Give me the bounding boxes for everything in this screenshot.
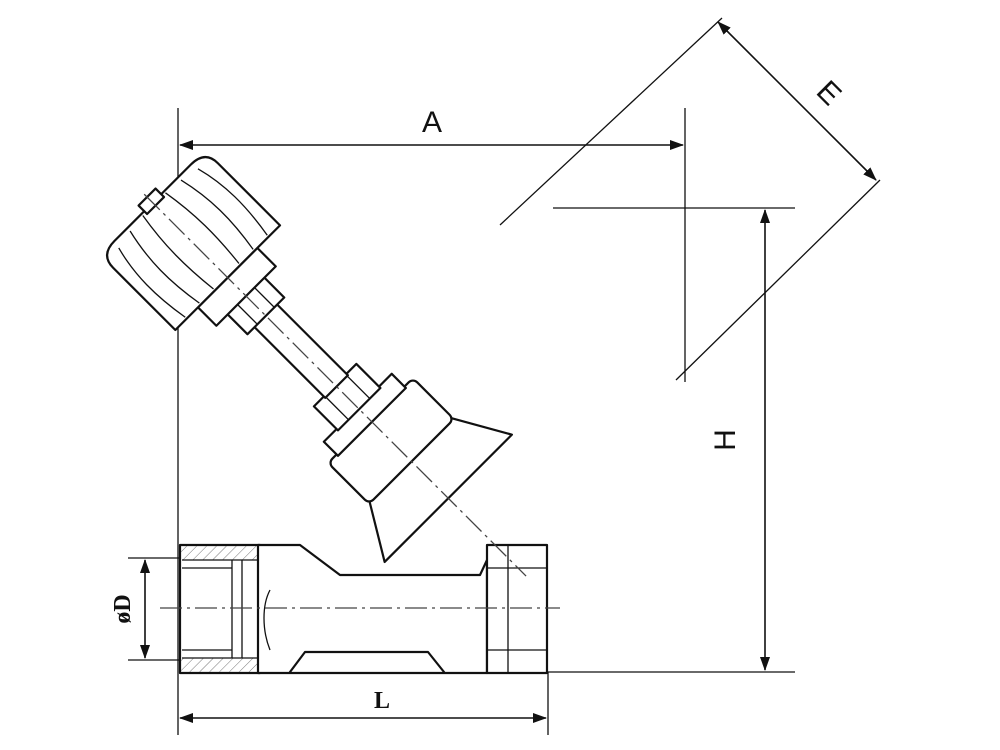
dimension-E: E	[717, 21, 877, 181]
dim-label-H: H	[709, 429, 742, 451]
dim-label-E: E	[810, 75, 847, 112]
extension-lines	[128, 17, 881, 735]
inclined-assembly	[106, 156, 527, 577]
dimension-L: L	[179, 688, 547, 723]
dimension-D: øD	[110, 559, 150, 659]
valve-body	[178, 543, 549, 675]
dim-label-A: A	[422, 106, 442, 139]
dimension-H: H	[709, 209, 770, 671]
dim-label-L: L	[374, 688, 390, 714]
dim-label-D: øD	[110, 594, 136, 623]
dimension-A: A	[179, 106, 684, 150]
